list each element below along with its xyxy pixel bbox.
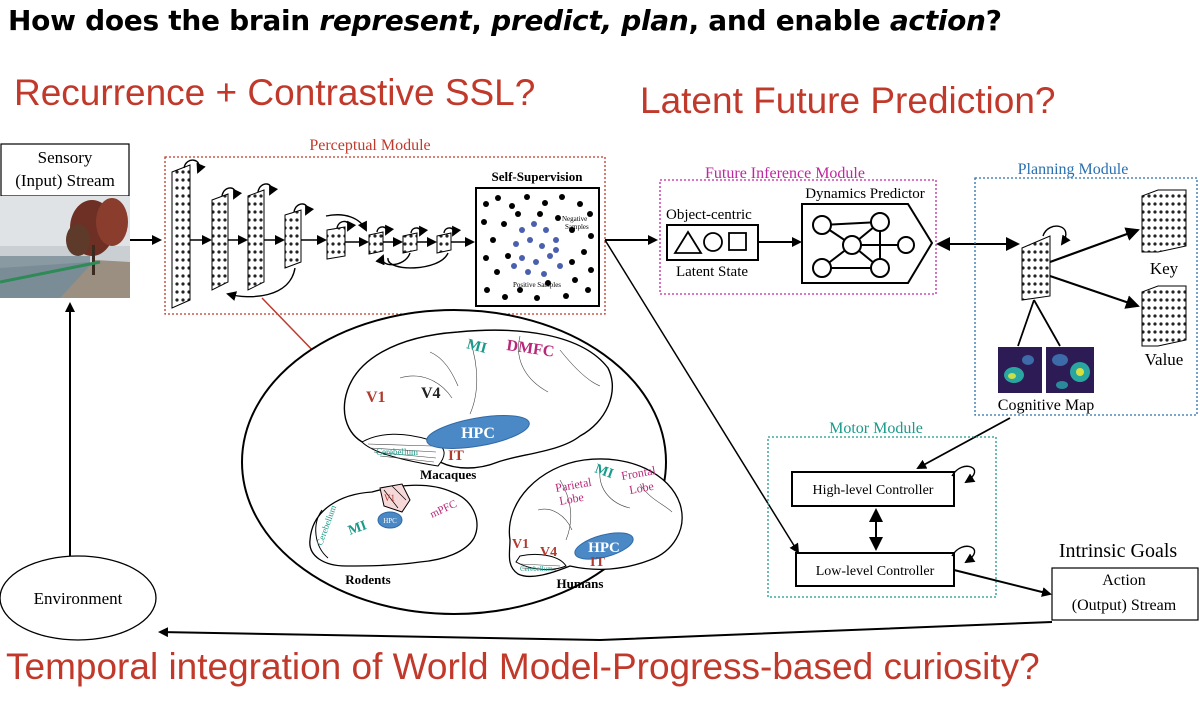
sensory-line1: Sensory <box>38 148 93 167</box>
human-v1: V1 <box>512 537 529 552</box>
human-frontal-1: Frontal <box>620 463 657 483</box>
low-level-controller: Low-level Controller <box>816 564 935 579</box>
landscape-photo <box>0 196 130 298</box>
macaque-v1: V1 <box>366 389 386 406</box>
human-brain: HPC IT V1 V4 MI Parietal Lobe Frontal Lo… <box>508 458 683 591</box>
circle-icon <box>703 232 723 252</box>
human-label: Humans <box>557 576 604 591</box>
title-represent: represent <box>319 4 472 37</box>
dynamics-predictor-label: Dynamics Predictor <box>805 186 925 202</box>
rodent-mi: MI <box>346 518 369 538</box>
intrinsic-goals-label: Intrinsic Goals <box>1059 540 1178 562</box>
title-suffix: ? <box>985 4 1002 37</box>
human-mi: MI <box>593 462 616 482</box>
human-parietal-2: Lobe <box>558 490 585 508</box>
macaque-dmfc: DMFC <box>505 337 555 361</box>
rodent-brain: V1 HPC mPFC MI Cerebellum Rodents <box>309 483 478 587</box>
planning-title: Planning Module <box>1018 161 1129 178</box>
action-output: Intrinsic Goals Action (Output) Stream <box>1051 540 1199 621</box>
square-icon <box>728 232 747 251</box>
question-temporal: Temporal integration of World Model-Prog… <box>6 646 1040 687</box>
self-supervision-panel: Self-Supervision Negative <box>475 169 600 307</box>
motor-title: Motor Module <box>829 420 923 437</box>
negative-label-1: Negative <box>562 215 587 223</box>
motor-module: Motor Module High-level Controller Low-l… <box>767 420 997 598</box>
title-prefix: How does the brain <box>8 4 320 37</box>
action-label: Action <box>1102 572 1146 589</box>
rodent-hpc: HPC <box>383 517 397 525</box>
planning-module: Planning Module Key Value Cognitive Map <box>974 161 1198 416</box>
human-cerebellum: Cerebellum <box>520 565 553 573</box>
sensory-line2: (Input) Stream <box>15 171 115 190</box>
ssl-title: Self-Supervision <box>491 169 583 184</box>
object-centric-label: Object-centric <box>666 207 752 223</box>
environment-label: Environment <box>34 589 123 608</box>
title-action: action <box>889 4 986 37</box>
macaque-v4: V4 <box>421 385 441 402</box>
future-inference-module: Future Inference Module Object-centric L… <box>659 165 937 295</box>
key-label: Key <box>1150 259 1179 278</box>
title-plan: plan <box>621 4 689 37</box>
macaque-brain: HPC IT V1 V4 MI DMFC Cerebellum Macaques <box>343 329 613 482</box>
latent-state-label: Latent State <box>676 264 748 280</box>
future-title: Future Inference Module <box>705 165 865 182</box>
high-level-controller: High-level Controller <box>813 483 934 498</box>
macaque-it: IT <box>448 448 464 464</box>
title-predict: predict, <box>491 4 612 37</box>
perceptual-module: Perceptual Module <box>164 137 606 315</box>
rodent-label: Rodents <box>345 572 391 587</box>
rodent-v1: V1 <box>384 493 395 503</box>
perceptual-title: Perceptual Module <box>309 137 430 154</box>
brain-comparison-panel: HPC IT V1 V4 MI DMFC Cerebellum Macaques… <box>241 309 683 615</box>
title-sep3: , and enable <box>688 4 890 37</box>
value-label: Value <box>1145 350 1184 369</box>
macaque-hpc: HPC <box>461 425 495 442</box>
environment: Environment <box>0 555 157 641</box>
positive-label: Positive Samples <box>513 281 561 289</box>
macaque-label: Macaques <box>420 467 476 482</box>
title-sep1: , <box>471 4 492 37</box>
cognitive-map-heatmaps <box>998 347 1094 393</box>
sensory-stream: Sensory (Input) Stream <box>0 143 130 298</box>
human-parietal-1: Parietal <box>554 475 593 495</box>
output-stream-label: (Output) Stream <box>1072 597 1177 614</box>
page-title: How does the brain represent, predict, p… <box>8 4 1002 37</box>
human-v4: V4 <box>540 545 557 560</box>
human-it: IT <box>590 555 605 570</box>
cnn-layers <box>171 164 452 309</box>
human-hpc: HPC <box>588 540 620 556</box>
question-latent: Latent Future Prediction? <box>640 80 1056 121</box>
macaque-cerebellum: Cerebellum <box>376 447 418 457</box>
cognitive-map-label: Cognitive Map <box>998 397 1094 414</box>
negative-label-2: Samples <box>565 223 589 231</box>
triangle-icon <box>673 230 703 254</box>
human-frontal-2: Lobe <box>628 479 655 497</box>
macaque-mi: MI <box>465 336 489 357</box>
question-recurrence: Recurrence + Contrastive SSL? <box>14 72 536 113</box>
